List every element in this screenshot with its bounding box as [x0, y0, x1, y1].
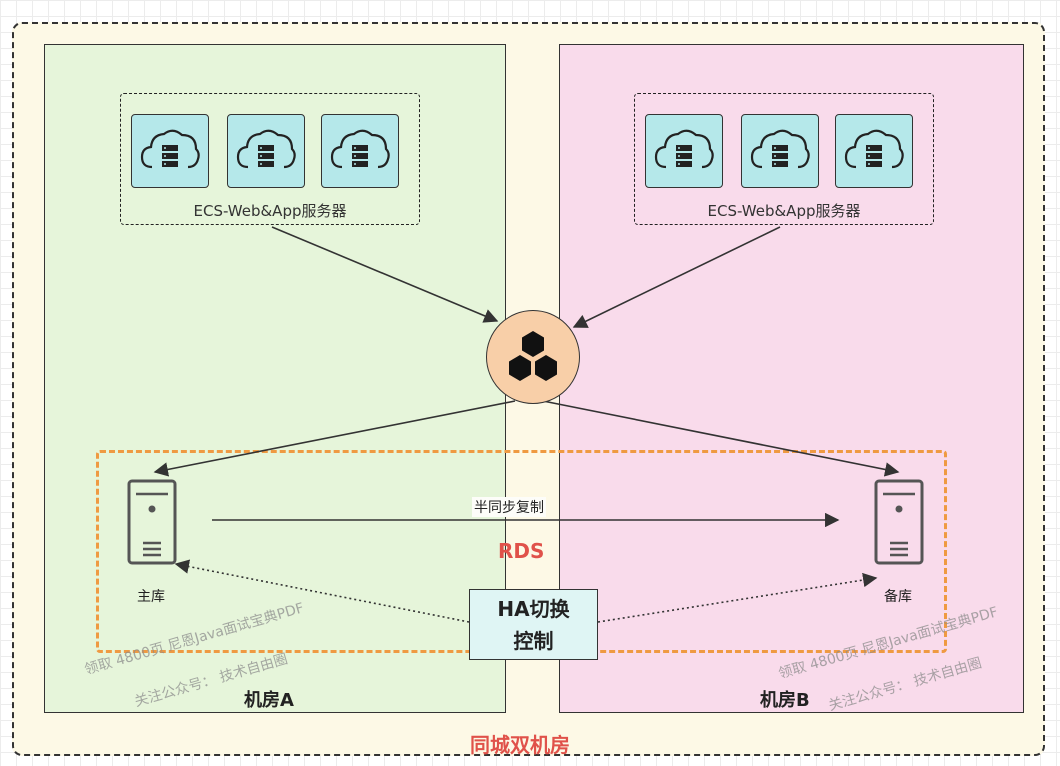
cloud-server-icon	[227, 114, 305, 188]
cluster-a-label: ECS-Web&App服务器	[193, 202, 347, 220]
arrow-cluster-b-to-hub	[572, 226, 781, 328]
cloud-server-icon	[645, 114, 723, 188]
cluster-b-label: ECS-Web&App服务器	[707, 202, 861, 220]
server-tower-icon	[873, 478, 925, 570]
standby-db-label: 备库	[884, 589, 912, 605]
replication-label: 半同步复制	[472, 497, 546, 517]
primary-db-label: 主库	[137, 589, 165, 605]
room-a-label: 机房A	[244, 690, 294, 711]
arrow-hub-to-standby	[542, 400, 900, 477]
arrow-ha-to-standby	[597, 572, 878, 623]
cloud-server-icon	[835, 114, 913, 188]
cloud-server-icon	[131, 114, 209, 188]
cloud-server-icon	[321, 114, 399, 188]
ha-line1: HA切换	[497, 596, 570, 621]
arrow-cluster-a-to-hub	[271, 226, 499, 323]
room-b-label: 机房B	[760, 690, 810, 711]
ha-line2: 控制	[513, 628, 554, 653]
server-tower-icon	[126, 478, 178, 570]
ecs-cluster-a: ECS-Web&App服务器	[120, 93, 420, 225]
arrow-ha-to-primary	[174, 559, 470, 623]
ecs-cluster-b: ECS-Web&App服务器	[634, 93, 934, 225]
cloud-server-icon	[741, 114, 819, 188]
arrow-hub-to-primary	[153, 400, 516, 477]
rds-label: RDS	[498, 539, 545, 563]
outer-container-label: 同城双机房	[470, 733, 570, 757]
database-cluster-icon	[486, 310, 580, 404]
ha-switch-control: HA切换 控制	[469, 589, 598, 660]
